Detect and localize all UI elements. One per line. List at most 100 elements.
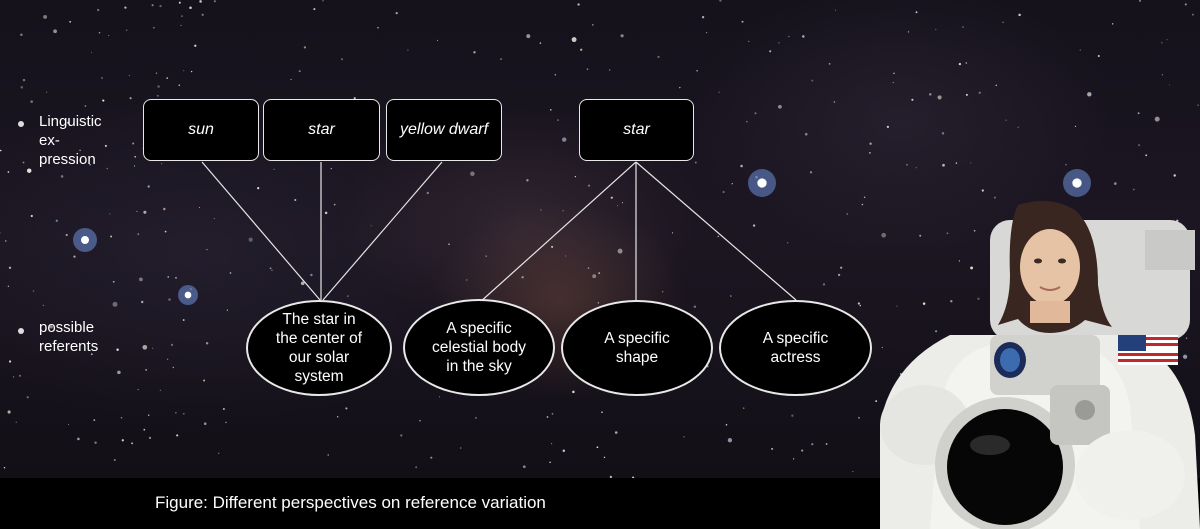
star-dot — [857, 302, 861, 305]
star-dot — [199, 0, 202, 3]
star-dot — [139, 277, 143, 282]
star-dot — [610, 196, 613, 199]
star-dot — [109, 213, 111, 215]
star-dot — [42, 304, 45, 307]
star-dot — [907, 31, 910, 33]
star-dot — [993, 196, 996, 199]
star-dot — [152, 347, 154, 349]
star-dot — [565, 255, 567, 257]
star-dot — [1074, 125, 1077, 128]
star-dot — [846, 213, 849, 215]
star-dot — [310, 273, 313, 277]
row-label-expression-line3: pression — [39, 151, 96, 168]
expression-box-star-2: star — [579, 99, 694, 161]
star-dot — [965, 62, 968, 64]
star-dot — [7, 410, 11, 414]
star-dot — [701, 16, 705, 19]
star-dot — [133, 165, 136, 167]
star-dot — [89, 163, 91, 166]
star-dot — [869, 142, 872, 145]
star-dot — [7, 171, 10, 173]
star-dot — [725, 424, 728, 426]
star-dot — [540, 209, 542, 211]
star-dot — [1017, 126, 1019, 128]
star-dot — [198, 206, 200, 209]
star-dot — [90, 51, 93, 53]
connector-lines — [201, 161, 797, 304]
row-label-referents: possible referents — [39, 318, 98, 356]
star-dot — [958, 260, 961, 262]
star-dot — [778, 104, 782, 109]
star-dot — [977, 297, 980, 300]
star-dot — [705, 31, 708, 34]
star-dot — [271, 269, 273, 271]
star-dot — [591, 24, 594, 26]
star-dot — [970, 162, 972, 164]
star-dot — [167, 358, 169, 360]
star-dot — [1161, 42, 1163, 44]
star-dot — [892, 82, 894, 84]
star-dot — [438, 396, 441, 398]
star-dot — [521, 276, 524, 279]
star-dot — [257, 187, 260, 190]
star-dot — [104, 144, 107, 147]
star-dot — [1166, 39, 1168, 41]
star-dot — [616, 205, 619, 207]
star-dot — [755, 175, 758, 179]
star-dot — [828, 63, 831, 65]
star-dot — [112, 301, 118, 307]
star-dot — [896, 305, 898, 307]
star-dot — [113, 459, 116, 461]
star-dot — [163, 207, 166, 211]
star-dot — [26, 168, 32, 173]
star-dot — [580, 48, 583, 51]
star-dot — [151, 4, 154, 7]
star-dot — [213, 218, 215, 220]
star-dot — [143, 428, 146, 431]
star-dot — [474, 416, 477, 419]
star-dot — [117, 370, 121, 375]
star-dot — [1114, 182, 1117, 185]
star-dot — [718, 91, 720, 93]
star-dot — [189, 6, 192, 9]
star-dot — [465, 279, 468, 281]
star-dot — [145, 369, 147, 371]
star-dot — [1173, 174, 1176, 177]
star-dot — [346, 295, 349, 297]
bright-star-core — [1072, 178, 1082, 188]
star-dot — [662, 291, 664, 293]
star-dot — [574, 175, 577, 178]
referent-label: A specific shape — [604, 330, 670, 366]
star-dot — [183, 70, 185, 72]
star-dot — [822, 283, 826, 286]
star-dot — [754, 112, 757, 115]
star-dot — [786, 241, 789, 244]
row-label-referents-line2: referents — [39, 338, 99, 355]
star-dot — [881, 232, 887, 238]
star-dot — [852, 470, 854, 473]
star-dot — [946, 232, 949, 235]
star-dot — [300, 281, 305, 286]
star-dot — [93, 419, 96, 421]
star-dot — [159, 4, 162, 8]
row-label-expression-line1: Linguistic — [39, 113, 102, 130]
star-dot — [1168, 84, 1171, 86]
star-dot — [752, 224, 756, 227]
star-dot — [950, 299, 953, 303]
star-dot — [731, 183, 733, 185]
star-dot — [833, 101, 836, 103]
star-dot — [126, 29, 128, 31]
star-dot — [562, 210, 564, 212]
star-dot — [180, 24, 182, 26]
star-dot — [617, 248, 623, 254]
row-label-expression: Linguistic ex- pression — [39, 112, 102, 169]
star-dot — [893, 72, 895, 75]
star-dot — [840, 266, 843, 269]
star-dot — [136, 210, 138, 212]
star-dot — [333, 203, 336, 206]
referent-ellipse-actress: A specific actress — [719, 300, 872, 396]
star-dot — [614, 431, 618, 434]
expression-label: sun — [188, 121, 214, 138]
star-dot — [313, 8, 316, 11]
star-dot — [110, 235, 113, 238]
